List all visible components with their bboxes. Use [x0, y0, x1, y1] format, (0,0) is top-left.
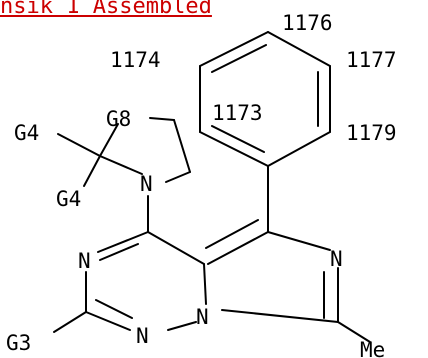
locant-label: 1174 [110, 48, 161, 72]
locant-label: 1177 [346, 48, 397, 72]
locant-label: 1179 [346, 121, 397, 145]
group-label: G8 [106, 107, 131, 131]
group-label: G4 [56, 187, 81, 211]
group-label: G3 [6, 331, 31, 355]
atom-label-n: N [196, 305, 209, 329]
atom-label-n: N [140, 172, 153, 196]
group-label: G4 [14, 121, 39, 145]
atom-label-n: N [136, 324, 149, 348]
structure-header: nsik 1 Assembled [0, 0, 212, 19]
atom-label-n: N [330, 247, 343, 271]
atom-label-n: N [78, 249, 91, 273]
bond-lines [53, 31, 371, 343]
locant-label: 1176 [282, 11, 333, 35]
locant-label: 1173 [212, 101, 263, 125]
methyl-label: Me [360, 338, 385, 358]
